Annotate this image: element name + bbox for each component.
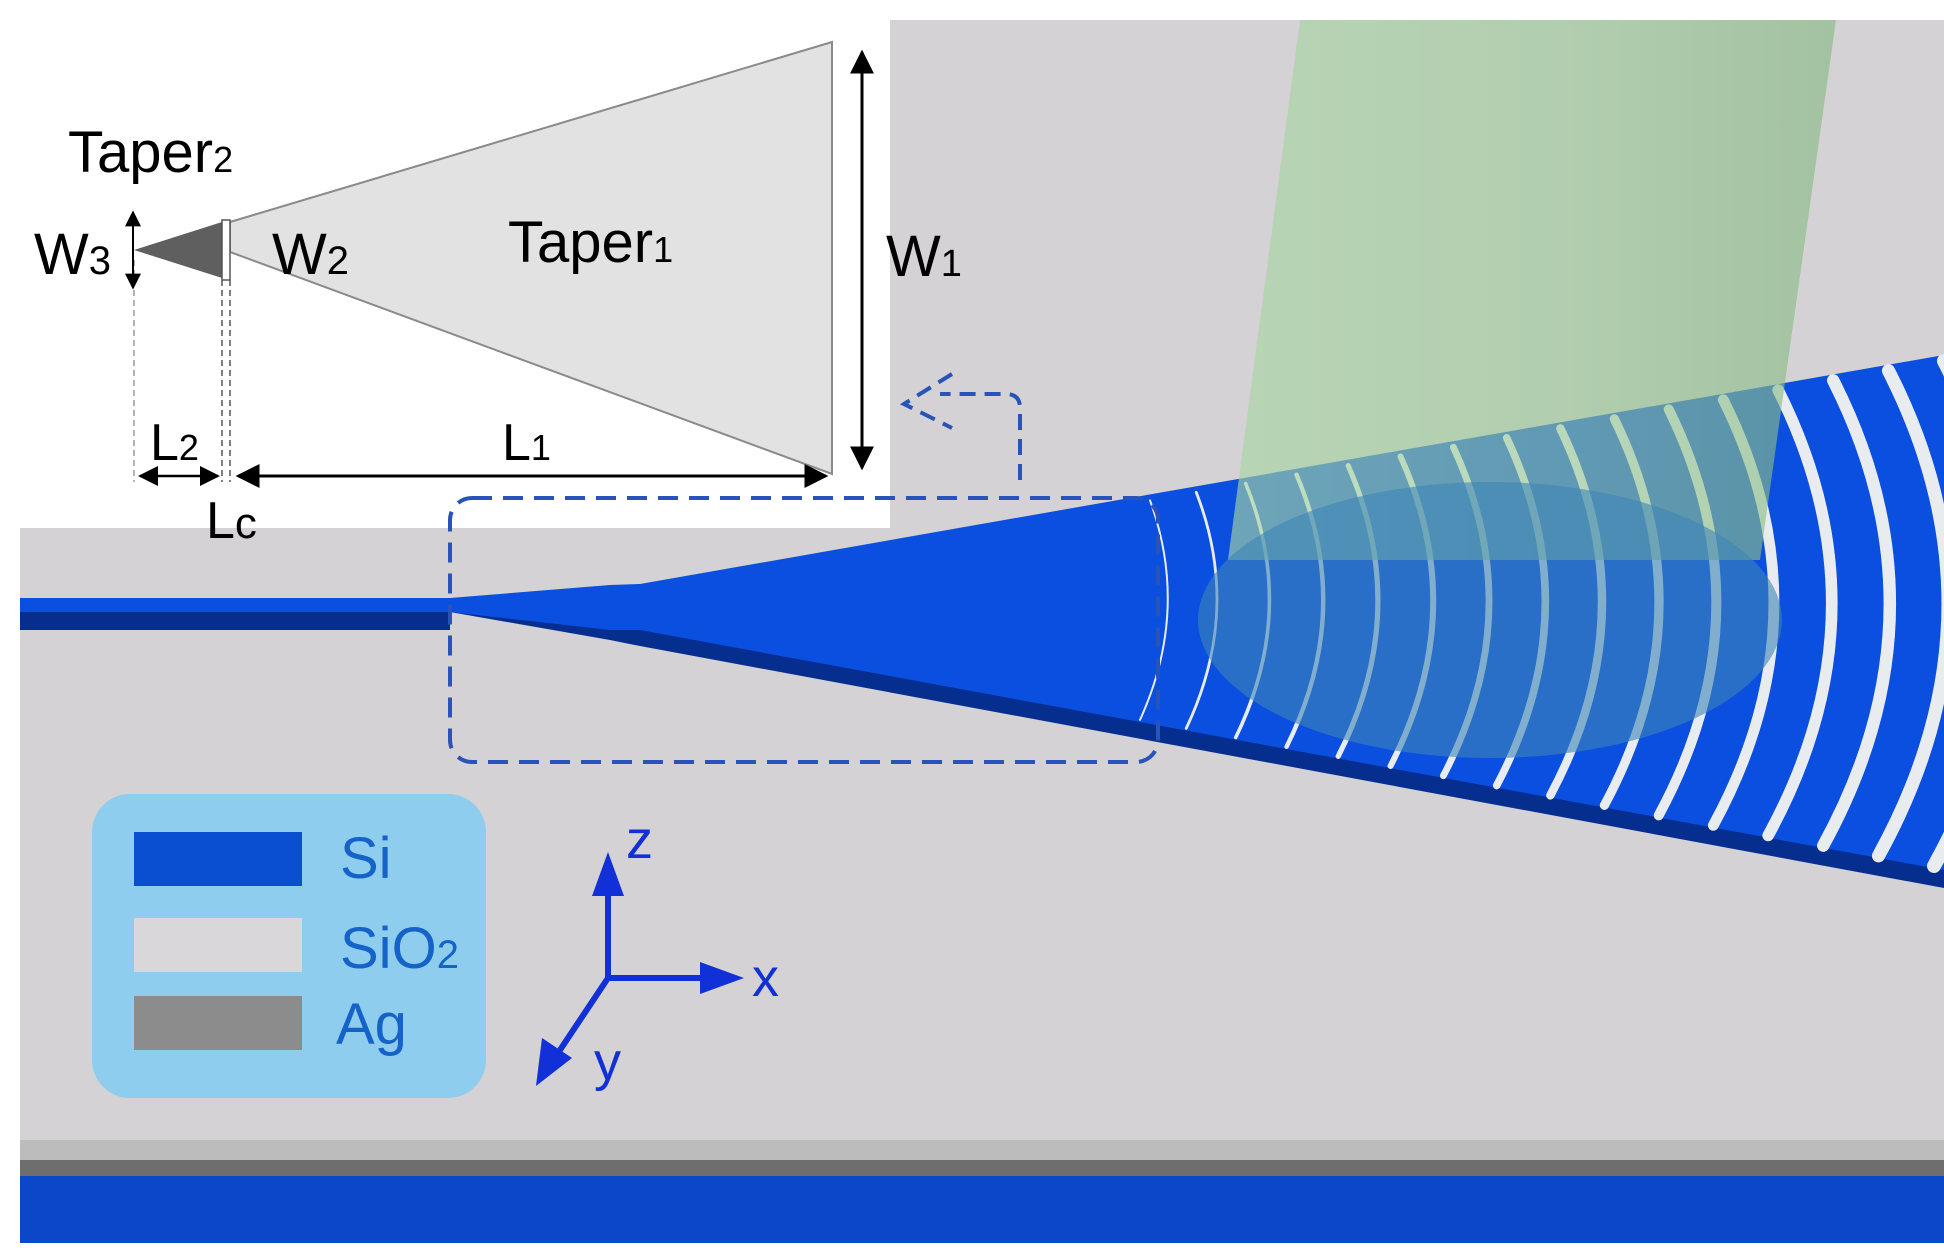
silicon-substrate	[20, 1176, 1944, 1243]
y-axis-head	[536, 1038, 572, 1086]
input-waveguide-side	[20, 608, 450, 630]
taper1-label: Taper1	[508, 210, 673, 275]
w2-label: W2	[272, 222, 349, 287]
coordinate-axes	[536, 852, 744, 1086]
incident-beam	[1228, 20, 1836, 560]
legend-swatch-sio2	[134, 918, 302, 972]
l2-label: L2	[150, 414, 199, 472]
w1-label: W1	[886, 224, 962, 289]
grating-trench	[1139, 499, 1169, 721]
inset-drawing: Taper2 Taper1 W3 W2 W1 L2 L1 Lc	[34, 40, 962, 550]
l1-label: L1	[502, 414, 551, 472]
taper2-shape	[134, 222, 222, 278]
lc-label: Lc	[206, 492, 257, 550]
x-axis-label: x	[752, 948, 779, 1008]
z-axis-head	[592, 852, 624, 896]
z-axis-label: z	[626, 810, 653, 870]
grating-trench	[1817, 374, 1897, 852]
x-axis-head	[700, 962, 744, 994]
legend-label-si: Si	[340, 826, 392, 891]
y-axis-line	[553, 976, 611, 1058]
callout-arrow-head	[899, 372, 954, 430]
grating-trench	[1762, 384, 1838, 842]
taper-side-face	[450, 604, 1944, 888]
material-legend: Si SiO2 Ag	[92, 794, 486, 1098]
callout-arrow-line	[940, 392, 1022, 480]
legend-label-ag: Ag	[336, 992, 407, 1057]
taper2-label: Taper2	[68, 120, 233, 185]
legend-label-sio2: SiO2	[340, 916, 459, 981]
y-axis-label: y	[594, 1032, 621, 1092]
zoom-box	[448, 496, 1160, 764]
legend-swatch-ag	[134, 996, 302, 1050]
beam-spot	[1198, 482, 1782, 758]
grating-trench	[1871, 364, 1944, 863]
lc-strip	[221, 219, 231, 281]
w3-label: W3	[34, 222, 111, 287]
silver-layer	[20, 1160, 1944, 1176]
input-waveguide-top	[20, 598, 450, 612]
legend-swatch-si	[134, 832, 302, 886]
